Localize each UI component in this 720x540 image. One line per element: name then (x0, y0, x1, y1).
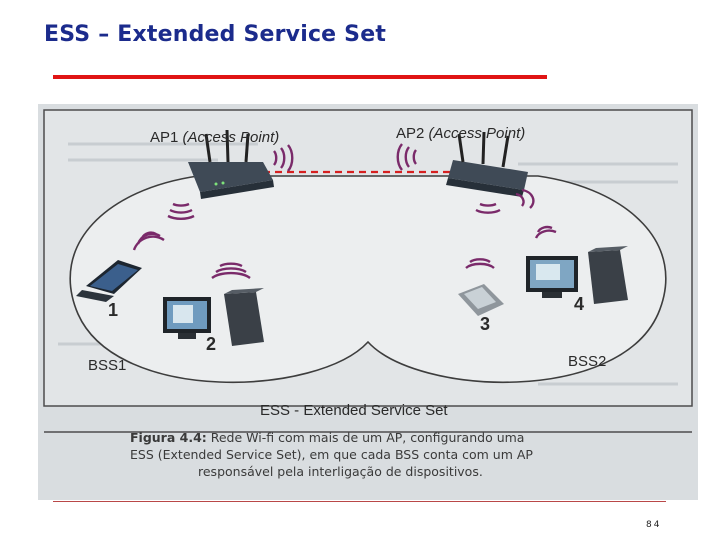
wifi-waves (132, 143, 557, 279)
ap1-name: AP1 (150, 129, 178, 146)
ap1-desc: (Access Point) (183, 129, 280, 146)
bss1-label: BSS1 (88, 357, 126, 374)
caption-line-1-text: Rede Wi-fi com mais de um AP, configuran… (207, 430, 525, 445)
ess-label: ESS - Extended Service Set (260, 402, 448, 419)
ap2-name: AP2 (396, 125, 424, 142)
laptop-icon (76, 260, 142, 302)
pda-icon (458, 284, 504, 316)
page-number: 84 (646, 520, 662, 530)
device-3-label: 3 (480, 314, 490, 334)
slide-title: ESS – Extended Service Set (44, 22, 387, 47)
caption-bold: Figura 4.4: (130, 430, 207, 445)
ap2-router-icon (446, 131, 528, 197)
caption-line-3: responsável pela interligação de disposi… (198, 464, 483, 479)
ap1-router-icon (188, 129, 274, 199)
device-2-label: 2 (206, 334, 216, 354)
device-1-label: 1 (108, 300, 118, 320)
ap2-label: AP2 (Access Point) (396, 125, 525, 142)
desktop-pc-4-icon (526, 246, 628, 304)
caption-line-2: ESS (Extended Service Set), em que cada … (130, 447, 533, 462)
desktop-pc-2-icon (163, 288, 264, 346)
caption-line-1: Figura 4.4: Rede Wi-fi com mais de um AP… (130, 430, 524, 445)
bss2-label: BSS2 (568, 353, 606, 370)
ess-diagram-svg: AP1 (Access Point) AP2 (Access Point) 1 … (38, 104, 698, 500)
ap1-label: AP1 (Access Point) (150, 129, 279, 146)
ap2-desc: (Access Point) (429, 125, 526, 142)
ess-diagram-figure: AP1 (Access Point) AP2 (Access Point) 1 … (38, 104, 698, 500)
bottom-divider (53, 501, 666, 502)
ess-boundary (69, 175, 667, 384)
title-underline (53, 75, 547, 79)
device-4-label: 4 (574, 294, 584, 314)
